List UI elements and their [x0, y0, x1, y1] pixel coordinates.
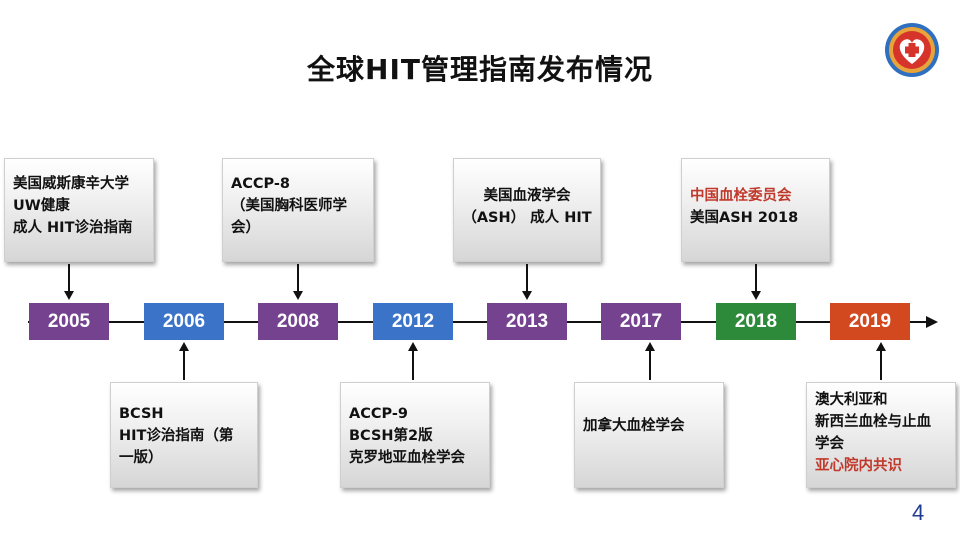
event-line: 美国ASH 2018: [690, 210, 799, 226]
arrow-up-icon: [179, 342, 189, 351]
event-line: 学会: [815, 436, 844, 452]
connector-2005: [68, 264, 70, 292]
arrow-down-icon: [751, 291, 761, 300]
event-line: 新西兰血栓与止血: [815, 414, 931, 430]
timeline-arrow-icon: [926, 316, 938, 328]
page-number: 4: [912, 500, 925, 525]
event-line: 一版）: [119, 450, 163, 466]
arrow-down-icon: [64, 291, 74, 300]
event-line: BCSH: [119, 406, 164, 422]
event-card-2008: ACCP-8 （美国胸科医师学 会）: [222, 158, 374, 262]
event-card-2012: ACCP-9 BCSH第2版 克罗地亚血栓学会: [340, 382, 490, 488]
connector-2008: [297, 264, 299, 292]
event-line: 澳大利亚和: [815, 392, 888, 408]
year-2006: 2006: [144, 303, 224, 340]
event-line: 美国威斯康辛大学: [13, 176, 129, 192]
event-line: ACCP-8: [231, 176, 290, 192]
event-card-2017: 加拿大血栓学会: [574, 382, 724, 488]
event-line: BCSH第2版: [349, 428, 433, 444]
connector-2012: [412, 350, 414, 380]
year-2005: 2005: [29, 303, 109, 340]
event-card-2005: 美国威斯康辛大学 UW健康 成人 HIT诊治指南: [4, 158, 154, 262]
event-card-2006: BCSH HIT诊治指南（第 一版）: [110, 382, 258, 488]
event-line: （美国胸科医师学: [231, 198, 347, 214]
event-line-highlight: 中国血栓委员会: [690, 188, 792, 204]
arrow-up-icon: [876, 342, 886, 351]
event-line: HIT诊治指南（第: [119, 428, 234, 444]
connector-2006: [183, 350, 185, 380]
event-card-2018: 中国血栓委员会 美国ASH 2018: [681, 158, 830, 262]
event-line: UW健康: [13, 198, 70, 214]
arrow-down-icon: [522, 291, 532, 300]
event-line: 克罗地亚血栓学会: [349, 450, 465, 466]
connector-2019: [880, 350, 882, 380]
year-2008: 2008: [258, 303, 338, 340]
year-2012: 2012: [373, 303, 453, 340]
event-line: ACCP-9: [349, 406, 408, 422]
event-card-2013: 美国血液学会 （ASH） 成人 HIT: [453, 158, 601, 262]
arrow-up-icon: [408, 342, 418, 351]
connector-2017: [649, 350, 651, 380]
event-line: 会）: [231, 220, 260, 236]
year-2018: 2018: [716, 303, 796, 340]
connector-2013: [526, 264, 528, 292]
event-line: （ASH） 成人 HIT: [462, 210, 592, 226]
event-line: 成人 HIT诊治指南: [13, 220, 133, 236]
year-2019: 2019: [830, 303, 910, 340]
event-line: 美国血液学会: [483, 188, 571, 204]
page-title: 全球HIT管理指南发布情况: [307, 53, 653, 86]
event-line-highlight: 亚心院内共识: [815, 458, 902, 474]
timeline-axis: [28, 321, 928, 323]
year-2013: 2013: [487, 303, 567, 340]
red-cross-heart-logo-icon: [885, 23, 939, 77]
arrow-down-icon: [293, 291, 303, 300]
event-line: 加拿大血栓学会: [583, 418, 685, 434]
event-card-2019: 澳大利亚和 新西兰血栓与止血 学会 亚心院内共识: [806, 382, 956, 488]
arrow-up-icon: [645, 342, 655, 351]
year-2017: 2017: [601, 303, 681, 340]
connector-2018: [755, 264, 757, 292]
